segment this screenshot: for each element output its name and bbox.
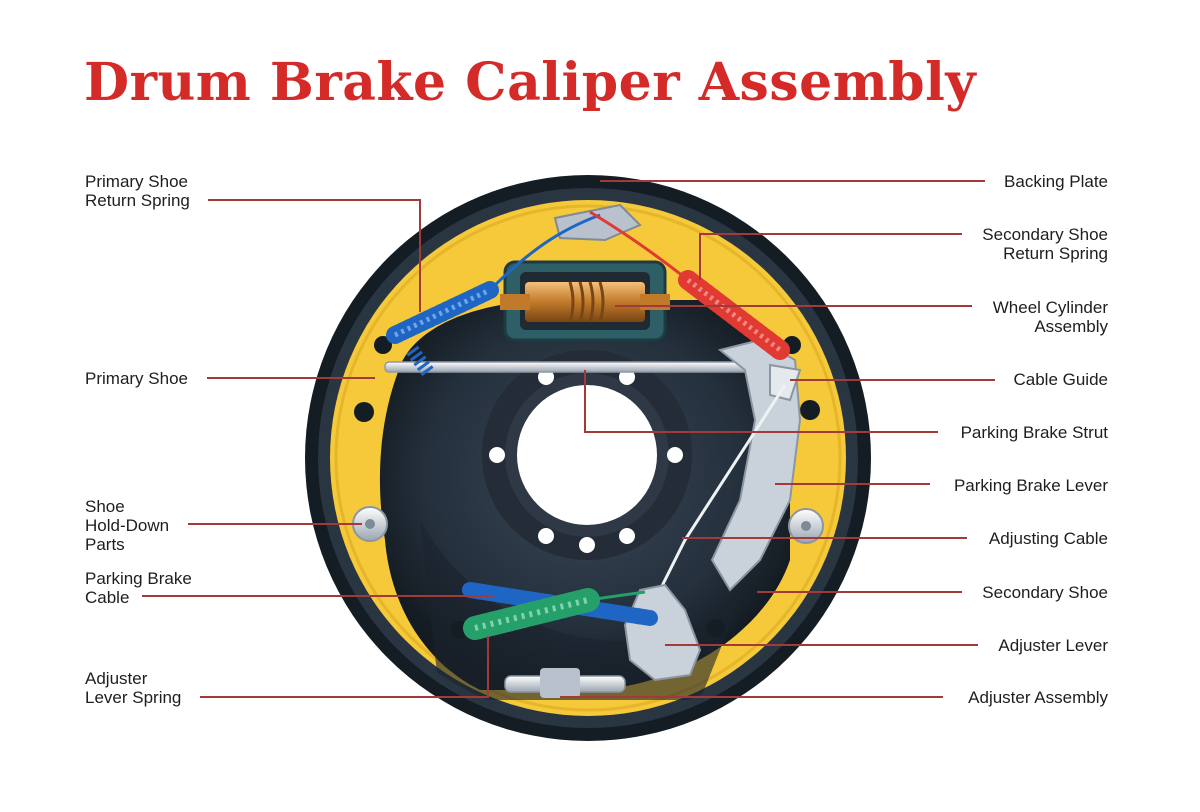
leader-primary-shoe-return-spring [208, 199, 421, 312]
label-parking-brake-lever: Parking Brake Lever [953, 476, 1108, 495]
adjusting-cable [658, 384, 787, 591]
leader-adjuster-lever-spring [200, 636, 489, 698]
wheel-cylinder [500, 260, 670, 342]
center-bore [517, 385, 657, 525]
label-adjuster-lever: Adjuster Lever [998, 636, 1108, 655]
cable-guide [769, 363, 802, 402]
label-primary-shoe: Primary Shoe [85, 369, 188, 388]
hold-down-pins [352, 506, 824, 544]
leader-parking-brake-strut [584, 370, 938, 433]
label-parking-brake-strut: Parking Brake Strut [960, 423, 1108, 442]
label-primary-shoe-return-spring: Primary Shoe Return Spring [85, 172, 190, 210]
parking-brake-strut [384, 361, 751, 373]
lug-holes [489, 369, 683, 553]
diagram-title: Drum Brake Caliper Assembly [84, 52, 977, 113]
label-parking-brake-cable: Parking Brake Cable [85, 569, 192, 607]
label-cable-guide: Cable Guide [1013, 370, 1108, 389]
adjuster-lever-spring [463, 588, 646, 640]
shoe-retaining-spring [406, 345, 434, 377]
primary-shoe-return-spring [386, 213, 601, 344]
label-adjuster-lever-spring: Adjuster Lever Spring [85, 669, 182, 707]
leader-secondary-shoe-return-spring [699, 233, 962, 280]
label-secondary-shoe-return-spring: Secondary Shoe Return Spring [982, 225, 1108, 263]
label-adjusting-cable: Adjusting Cable [988, 529, 1108, 548]
adjuster-lever [623, 583, 702, 682]
label-adjuster-assembly: Adjuster Assembly [968, 688, 1108, 707]
label-secondary-shoe: Secondary Shoe [982, 583, 1108, 602]
label-shoe-hold-down-parts: Shoe Hold-Down Parts [85, 497, 170, 554]
parking-brake-lever [710, 338, 802, 592]
secondary-shoe-return-spring [589, 210, 790, 360]
label-backing-plate: Backing Plate [1004, 172, 1108, 191]
leader-lines [142, 180, 995, 698]
label-wheel-cylinder-assembly: Wheel Cylinder Assembly [992, 298, 1108, 336]
